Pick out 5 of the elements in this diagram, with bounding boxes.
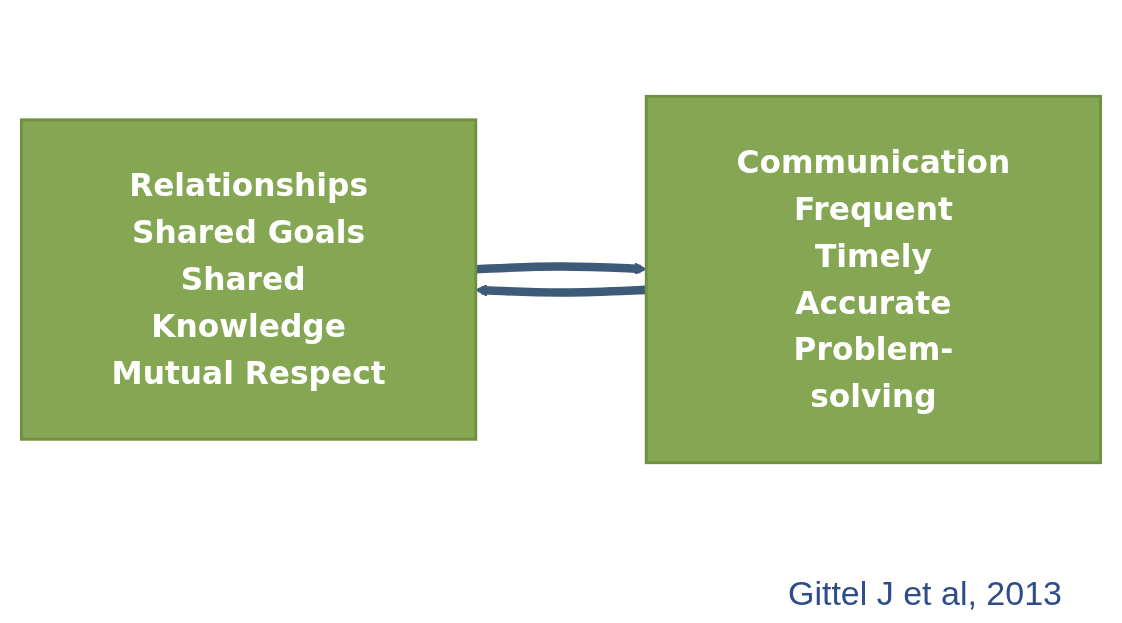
- citation-text: Gittel J et al, 2013: [787, 574, 1062, 613]
- arrow: [475, 262, 647, 276]
- arrow: [475, 284, 647, 298]
- node-box: Relationships Shared Goals Shared Knowledge Mutual Respect: [19, 118, 478, 442]
- node-box: Communication Frequent Timely Accurate Problem-solving: [644, 95, 1103, 465]
